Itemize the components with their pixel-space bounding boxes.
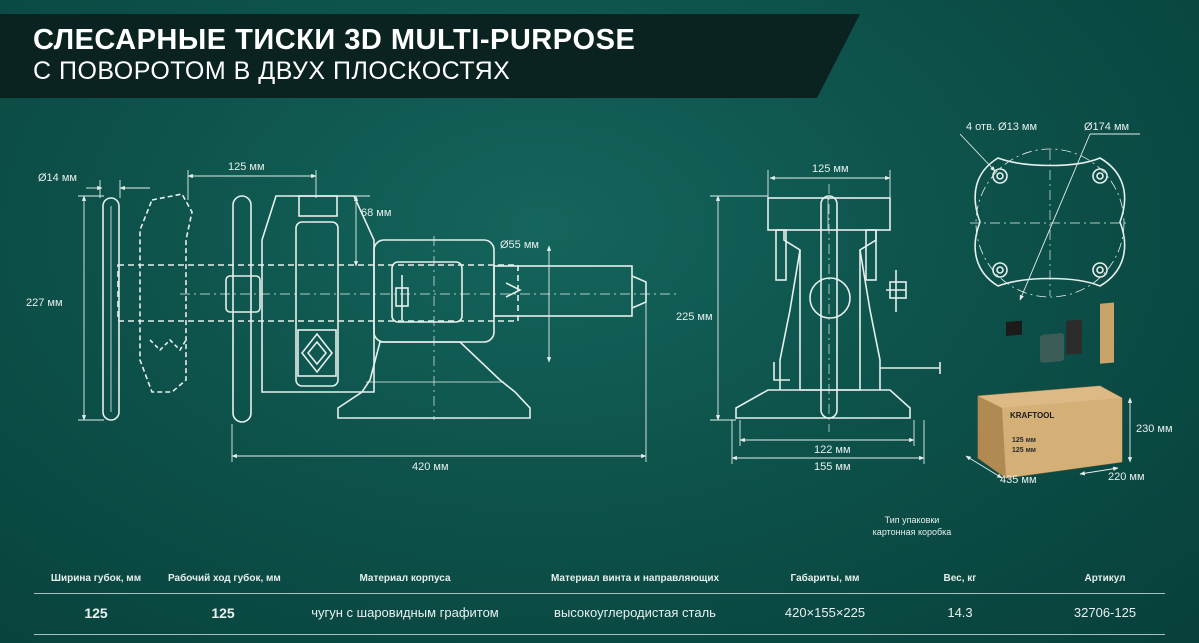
side-shaft <box>493 265 633 317</box>
spec-header-article: Артикул <box>1084 573 1126 584</box>
title-banner <box>0 14 860 98</box>
spec-header-jaw-width: Ширина губок, мм <box>50 573 142 584</box>
spec-header-body-material: Материал корпуса <box>359 573 451 584</box>
title-line-2: С ПОВОРОТОМ В ДВУХ ПЛОСКОСТЯХ <box>33 57 511 85</box>
dim-side-68: 68 мм <box>361 207 391 219</box>
packaging-note: Тип упаковки картонная коробка <box>862 514 962 538</box>
side-base <box>337 341 531 419</box>
dim-side-227: 227 мм <box>26 297 63 309</box>
spec-header-jaw-travel: Рабочий ход губок, мм <box>168 573 281 584</box>
title-line-1: СЛЕСАРНЫЕ ТИСКИ 3D MULTI-PURPOSE <box>33 24 636 56</box>
side-hidden-jaw <box>139 193 193 393</box>
spec-value-jaw-width: 125 <box>84 605 108 621</box>
spec-header-dimensions: Габариты, мм <box>790 573 860 584</box>
side-screw-hidden <box>117 264 519 322</box>
dim-side-jaw-width: 125 мм <box>228 161 265 173</box>
dim-front-125: 125 мм <box>812 163 849 175</box>
packaging-note-line-2: картонная коробка <box>872 527 952 537</box>
dim-front-155: 155 мм <box>814 461 851 473</box>
dim-box-230: 230 мм <box>1136 423 1173 435</box>
spec-divider-top <box>34 593 1165 594</box>
side-dimensions <box>78 170 647 462</box>
front-view <box>735 184 941 432</box>
spec-value-body-material: чугун с шаровидным графитом <box>311 605 499 620</box>
dim-front-122: 122 мм <box>814 444 851 456</box>
dim-side-420: 420 мм <box>412 461 449 473</box>
front-dimensions <box>710 170 925 464</box>
front-screw-circle <box>809 277 851 319</box>
base-dimensions <box>959 133 1140 301</box>
dim-base-diameter: Ø174 мм <box>1084 121 1129 133</box>
spec-value-article: 32706-125 <box>1073 605 1137 620</box>
spec-value-dimensions: 420×155×225 <box>784 605 866 620</box>
spec-value-screw-material: высокоуглеродистая сталь <box>554 605 716 620</box>
side-movable-jaw <box>261 195 375 393</box>
dim-side-55: Ø55 мм <box>500 239 539 251</box>
spec-value-jaw-travel: 125 <box>211 605 235 621</box>
spec-header-row: Ширина губок, мм Рабочий ход губок, мм М… <box>0 566 1199 588</box>
spec-divider-bottom <box>34 634 1165 635</box>
packaging-note-line-1: Тип упаковки <box>884 515 940 525</box>
dim-screw-diameter: Ø14 мм <box>38 172 77 184</box>
dim-box-435: 435 мм <box>1000 474 1037 486</box>
side-t-handle <box>232 195 252 423</box>
box-label-2: 125 мм <box>1012 447 1036 454</box>
dim-front-225: 225 мм <box>676 311 713 323</box>
dim-base-holes: 4 отв. Ø13 мм <box>966 121 1037 133</box>
base-top-view <box>970 148 1130 298</box>
box-label-1: 125 мм <box>1012 437 1036 444</box>
spec-header-weight: Вес, кг <box>943 573 977 584</box>
spec-header-screw-material: Материал винта и направляющих <box>550 573 720 584</box>
spec-value-weight: 14.3 <box>947 605 973 620</box>
side-view <box>102 193 680 423</box>
box-brand: KRAFTOOL <box>1010 411 1054 420</box>
dim-box-220: 220 мм <box>1108 471 1145 483</box>
spec-value-row: 125 125 чугун с шаровидным графитом высо… <box>0 598 1199 621</box>
packaging-box: KRAFTOOL 125 мм 125 мм <box>977 302 1123 479</box>
base-plate-outline <box>974 157 1126 287</box>
front-base <box>735 389 911 419</box>
box-dimensions <box>965 397 1133 479</box>
side-handle-bar <box>102 197 120 421</box>
